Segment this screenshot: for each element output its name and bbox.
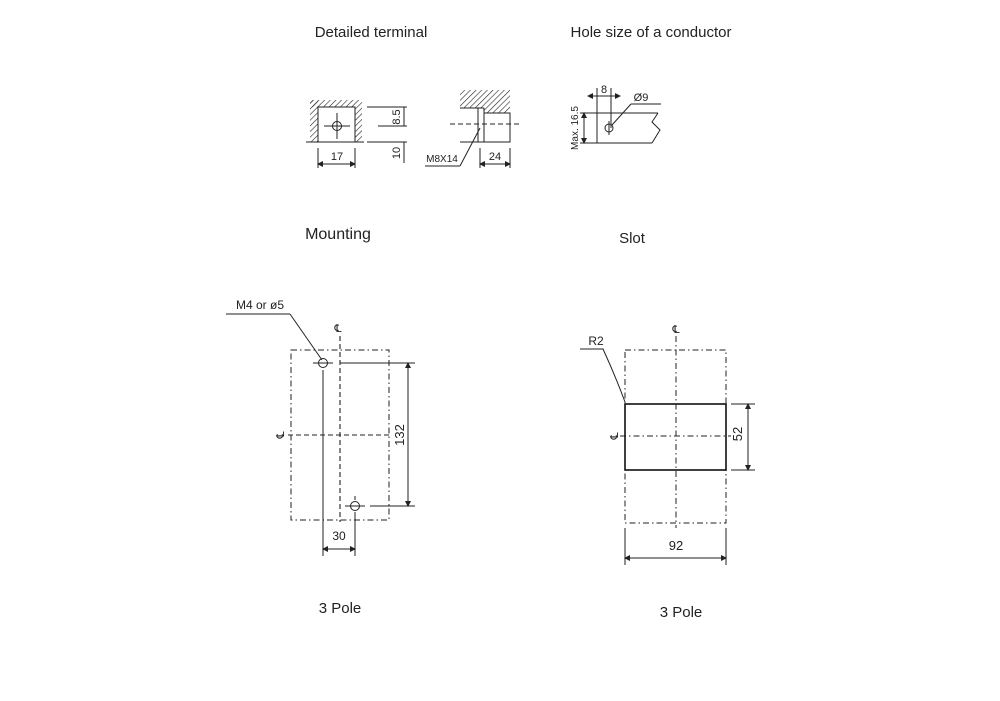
terminal-front-view — [306, 100, 407, 168]
centerline-mark: ℄ — [275, 431, 287, 439]
centerline-mark: ℄ — [609, 432, 621, 440]
title-mounting: Mounting — [305, 226, 371, 243]
slot-cutout — [624, 403, 727, 471]
caption-slot-3pole: 3 Pole — [660, 604, 703, 621]
slot-drawing — [580, 336, 755, 565]
dim-terminal-half-height: 8.5 — [391, 109, 403, 124]
title-detailed-terminal: Detailed terminal — [315, 24, 428, 41]
mounting-drawing — [226, 313, 415, 556]
dim-mounting-horizontal: 30 — [332, 529, 346, 543]
dim-conductor-hole: Ø9 — [634, 92, 649, 104]
title-slot: Slot — [619, 230, 646, 247]
dim-conductor-max-height: Max. 16.5 — [570, 106, 581, 150]
title-hole-size: Hole size of a conductor — [571, 24, 732, 41]
bolt-spec: M8X14 — [426, 154, 458, 165]
conductor-drawing — [580, 88, 661, 144]
dim-terminal-height: 10 — [391, 147, 403, 159]
centerline-mark: ℄ — [671, 324, 679, 336]
slot-radius: R2 — [588, 334, 604, 348]
terminal-side-view — [425, 90, 520, 168]
centerline-mark: ℄ — [333, 323, 341, 335]
dim-mounting-vertical: 132 — [392, 424, 407, 446]
dim-terminal-depth: 24 — [489, 151, 501, 163]
dim-conductor-width: 8 — [601, 84, 607, 96]
dim-slot-width: 92 — [669, 538, 683, 553]
caption-mounting-3pole: 3 Pole — [319, 600, 362, 617]
mounting-hole-spec: M4 or ø5 — [236, 298, 284, 312]
dim-slot-height: 52 — [730, 427, 745, 441]
dim-terminal-width: 17 — [331, 151, 343, 163]
